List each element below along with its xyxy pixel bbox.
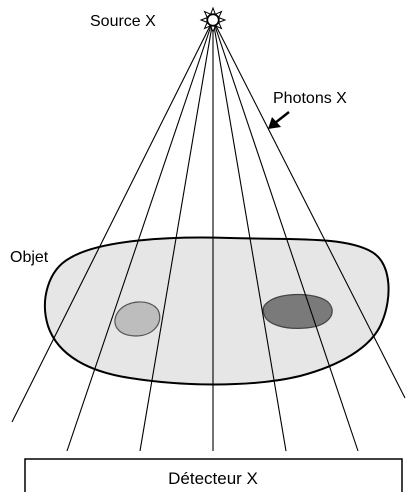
sun-ray-spike xyxy=(199,17,208,23)
dark-inclusion xyxy=(262,293,333,329)
photon-ray-1 xyxy=(11,19,214,423)
photons-label: Photons X xyxy=(273,90,347,107)
source-label: Source X xyxy=(90,13,156,30)
sun-ray-spike xyxy=(214,21,223,30)
light-inclusion xyxy=(114,301,161,337)
photon-ray-5 xyxy=(212,19,287,452)
detector-box xyxy=(24,458,403,492)
photon-rays xyxy=(11,19,406,452)
sun-ray-spike xyxy=(214,10,223,19)
arrow-icon xyxy=(268,111,290,129)
photon-ray-7 xyxy=(212,19,406,399)
sun-ray-spike xyxy=(218,17,227,23)
sun-ray-spike xyxy=(203,21,212,30)
object-label: Objet xyxy=(10,249,49,266)
photon-ray-2 xyxy=(66,19,214,452)
sun-ray-spike xyxy=(210,6,216,15)
detector-label: Détecteur X xyxy=(168,469,258,488)
sun-ray-spike xyxy=(203,10,212,19)
object-body xyxy=(44,236,390,386)
photon-ray-6 xyxy=(212,19,359,452)
sun-burst-icon xyxy=(199,6,227,34)
photon-ray-3 xyxy=(139,19,214,452)
sun-ray-spike xyxy=(210,25,216,34)
